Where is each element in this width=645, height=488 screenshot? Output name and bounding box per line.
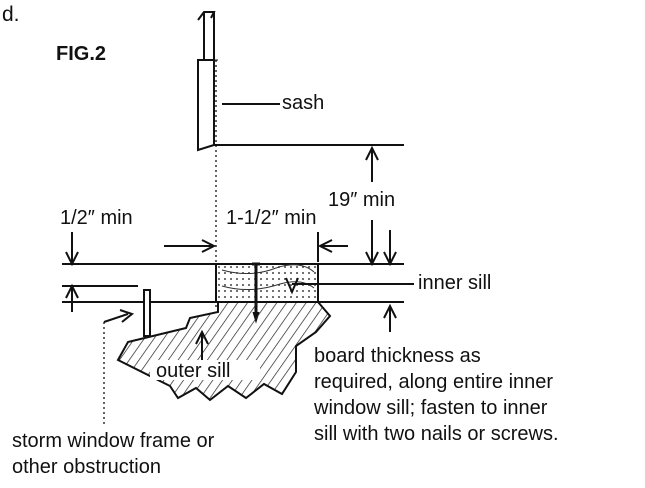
- storm-window-note: storm window frame or other obstruction: [12, 428, 214, 480]
- figure-title: FIG.2: [56, 43, 107, 65]
- sash-shape: [197, 11, 218, 152]
- outer-sill-shape: [116, 301, 332, 402]
- board-note-line: board thickness as: [314, 345, 481, 367]
- board-thickness-arrow: [383, 303, 397, 332]
- inner-sill-leader: [285, 277, 414, 295]
- dim-half-label: 1/2″ min: [60, 207, 133, 229]
- outer-sill-arrow: [195, 329, 209, 360]
- storm-window-frame: [103, 289, 151, 426]
- dim-one-half-label: 1-1/2″ min: [226, 207, 317, 229]
- board-note-line: window sill; fasten to inner: [314, 397, 548, 419]
- dim-half-arrows: [62, 232, 138, 312]
- board-note-line: sill with two nails or screws.: [314, 423, 559, 445]
- board-thickness-note: board thickness as required, along entir…: [314, 343, 559, 447]
- outer-sill-label: outer sill: [156, 360, 231, 382]
- sash-label: sash: [282, 92, 325, 114]
- storm-note-line: storm window frame or: [12, 430, 215, 452]
- inner-sill-label: inner sill: [418, 272, 492, 294]
- board-note-line: required, along entire inner: [314, 371, 554, 393]
- dim-one-half-arrows: [164, 232, 348, 262]
- corner-letter: d.: [2, 3, 20, 26]
- storm-note-line: other obstruction: [12, 456, 161, 478]
- dim-19-label: 19″ min: [328, 189, 396, 211]
